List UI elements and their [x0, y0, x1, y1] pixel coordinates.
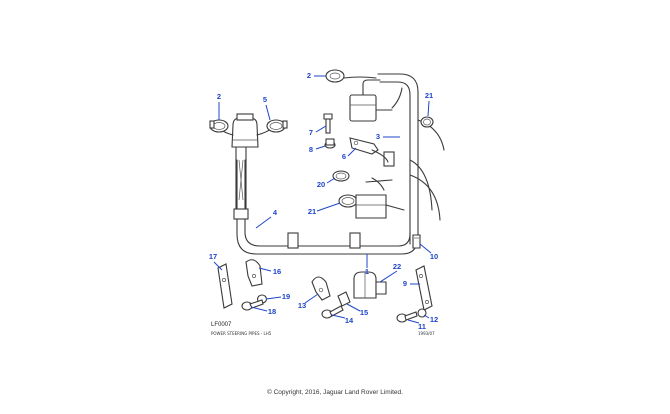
diagram-caption-right: 1993/07: [418, 331, 435, 336]
pipe-clip: [349, 232, 361, 249]
bracket-hardware: [323, 113, 389, 163]
right-bracket: [396, 234, 433, 323]
upper-components: [325, 69, 403, 122]
callout-22: 22: [393, 262, 401, 271]
double-clip: [353, 271, 387, 299]
pipe-clip: [233, 208, 249, 220]
callout-13: 13: [298, 301, 306, 310]
copyright-notice: © Copyright, 2016, Jaguar Land Rover Lim…: [267, 389, 403, 396]
callout-5: 5: [263, 95, 267, 104]
callout-14: 14: [345, 316, 354, 325]
callout-4: 4: [273, 208, 278, 217]
callout-6: 6: [342, 152, 346, 161]
callout-18: 18: [268, 307, 276, 316]
left-bracket: [217, 259, 268, 311]
callout-2-top: 2: [307, 71, 311, 80]
lower-clip-hardware: [311, 276, 351, 319]
diagram-caption-left: POWER STEERING PIPES - LH5: [211, 331, 272, 336]
callout-1: 1: [365, 267, 369, 276]
callout-20: 20: [317, 180, 325, 189]
callout-21-top: 21: [425, 91, 433, 100]
callout-2-left: 2: [217, 92, 221, 101]
o-rings: [332, 116, 434, 208]
callout-15: 15: [360, 308, 368, 317]
pipe-clip: [383, 151, 395, 167]
callout-19: 19: [282, 292, 290, 301]
callout-16: 16: [273, 267, 281, 276]
fluid-reservoir: [209, 113, 288, 148]
callout-3: 3: [376, 132, 380, 141]
leader-lines: [213, 75, 432, 324]
callout-12: 12: [430, 315, 438, 324]
callout-11: 11: [418, 322, 426, 331]
callout-10: 10: [430, 252, 438, 261]
pipe-clip: [287, 232, 299, 249]
diagram-ref-code: LF0007: [211, 322, 232, 328]
valve-body: [355, 177, 405, 219]
pipe-assembly: [233, 73, 445, 255]
callout-7: 7: [309, 128, 313, 137]
callout-8: 8: [309, 145, 313, 154]
callout-labels: 2 5 2 3 21 7 8 6 20 21 4 1 22 10 9 12 11…: [209, 71, 438, 331]
callout-17: 17: [209, 252, 217, 261]
callout-9: 9: [403, 279, 407, 288]
callout-21-lower: 21: [308, 207, 316, 216]
